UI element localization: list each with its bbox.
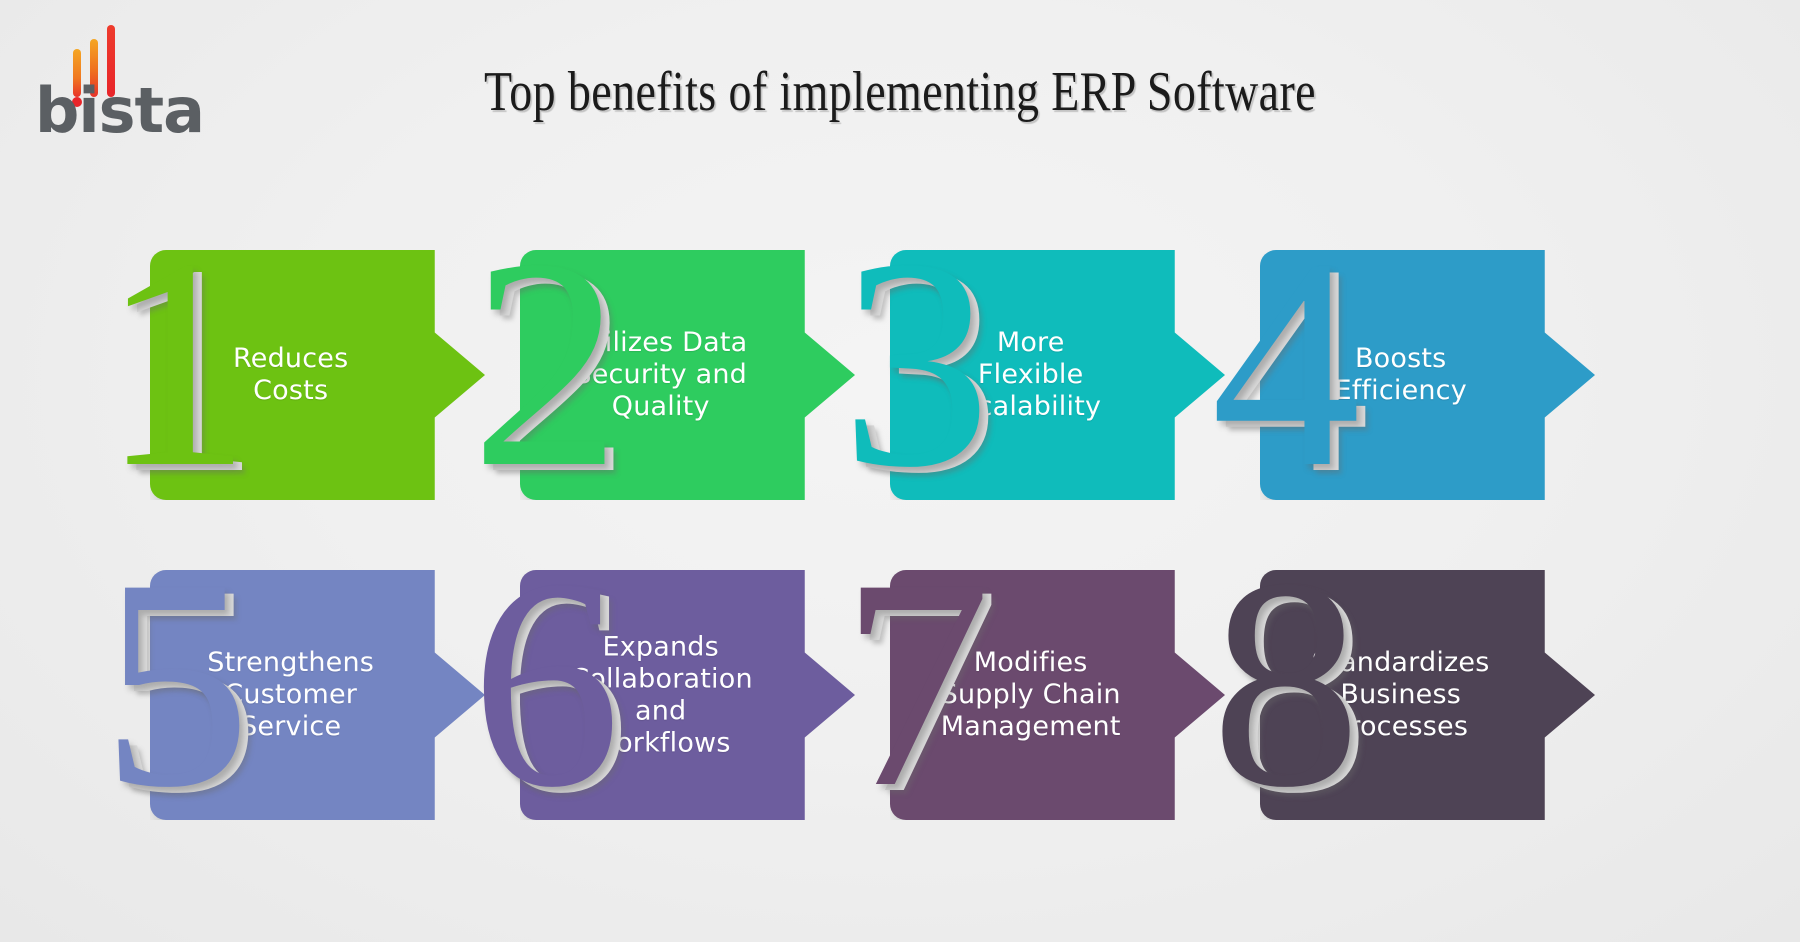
- benefit-label-8: Standardizes Business Processes: [1311, 647, 1490, 742]
- benefit-label-6: Expands Collaboration and Workflows: [570, 631, 753, 758]
- logo-bar-1: [73, 49, 81, 97]
- benefit-banner-fill-7: Modifies Supply Chain Management: [890, 570, 1225, 820]
- benefit-label-3: More Flexible Scalability: [960, 327, 1102, 422]
- page-title: Top benefits of implementing ERP Softwar…: [484, 61, 1316, 123]
- benefit-banner-4[interactable]: Boosts Efficiency: [1260, 250, 1595, 500]
- benefit-banner-fill-2: Utilizes Data Security and Quality: [520, 250, 855, 500]
- benefit-banner-fill-1: Reduces Costs: [150, 250, 485, 500]
- benefit-card-1[interactable]: Reduces Costs 1 1: [55, 213, 485, 519]
- benefit-card-5[interactable]: Strengthens Customer Service 5 5: [55, 533, 485, 839]
- benefit-card-8[interactable]: Standardizes Business Processes 8 8: [1165, 533, 1595, 839]
- benefit-card-6[interactable]: Expands Collaboration and Workflows 6 6: [425, 533, 855, 839]
- benefit-banner-fill-8: Standardizes Business Processes: [1260, 570, 1595, 820]
- benefit-card-2[interactable]: Utilizes Data Security and Quality 2 2: [425, 213, 855, 519]
- benefits-grid: Reduces Costs 1 1 Utilizes Data Security…: [0, 213, 1800, 870]
- benefit-label-7: Modifies Supply Chain Management: [940, 647, 1121, 742]
- benefit-card-7[interactable]: Modifies Supply Chain Management 7 7: [795, 533, 1225, 839]
- brand-logo: bista: [35, 22, 210, 147]
- benefit-label-4: Boosts Efficiency: [1334, 343, 1467, 406]
- benefit-banner-fill-3: More Flexible Scalability: [890, 250, 1225, 500]
- brand-name: bista: [35, 74, 205, 147]
- benefit-banner-3[interactable]: More Flexible Scalability: [890, 250, 1225, 500]
- logo-bar-2: [90, 39, 98, 97]
- bista-bars-logo-icon: [72, 22, 143, 107]
- benefit-label-5: Strengthens Customer Service: [207, 647, 375, 742]
- benefits-row-1: Reduces Costs 1 1 Utilizes Data Security…: [0, 213, 1800, 550]
- benefit-banner-2[interactable]: Utilizes Data Security and Quality: [520, 250, 855, 500]
- benefit-banner-fill-5: Strengthens Customer Service: [150, 570, 485, 820]
- benefit-label-1: Reduces Costs: [233, 343, 349, 406]
- benefit-banner-7[interactable]: Modifies Supply Chain Management: [890, 570, 1225, 820]
- benefit-card-4[interactable]: Boosts Efficiency 4 4: [1165, 213, 1595, 519]
- benefit-banner-5[interactable]: Strengthens Customer Service: [150, 570, 485, 820]
- benefit-banner-fill-4: Boosts Efficiency: [1260, 250, 1595, 500]
- benefit-banner-8[interactable]: Standardizes Business Processes: [1260, 570, 1595, 820]
- logo-bar-3: [107, 25, 115, 97]
- benefit-banner-fill-6: Expands Collaboration and Workflows: [520, 570, 855, 820]
- benefit-banner-1[interactable]: Reduces Costs: [150, 250, 485, 500]
- logo-dot-icon: [72, 97, 82, 107]
- header: bista Top benefits of implementing ERP S…: [0, 0, 1800, 175]
- benefit-card-3[interactable]: More Flexible Scalability 3 3: [795, 213, 1225, 519]
- benefits-row-2: Strengthens Customer Service 5 5 Expands…: [0, 533, 1800, 870]
- benefit-label-2: Utilizes Data Security and Quality: [574, 327, 748, 422]
- benefit-banner-6[interactable]: Expands Collaboration and Workflows: [520, 570, 855, 820]
